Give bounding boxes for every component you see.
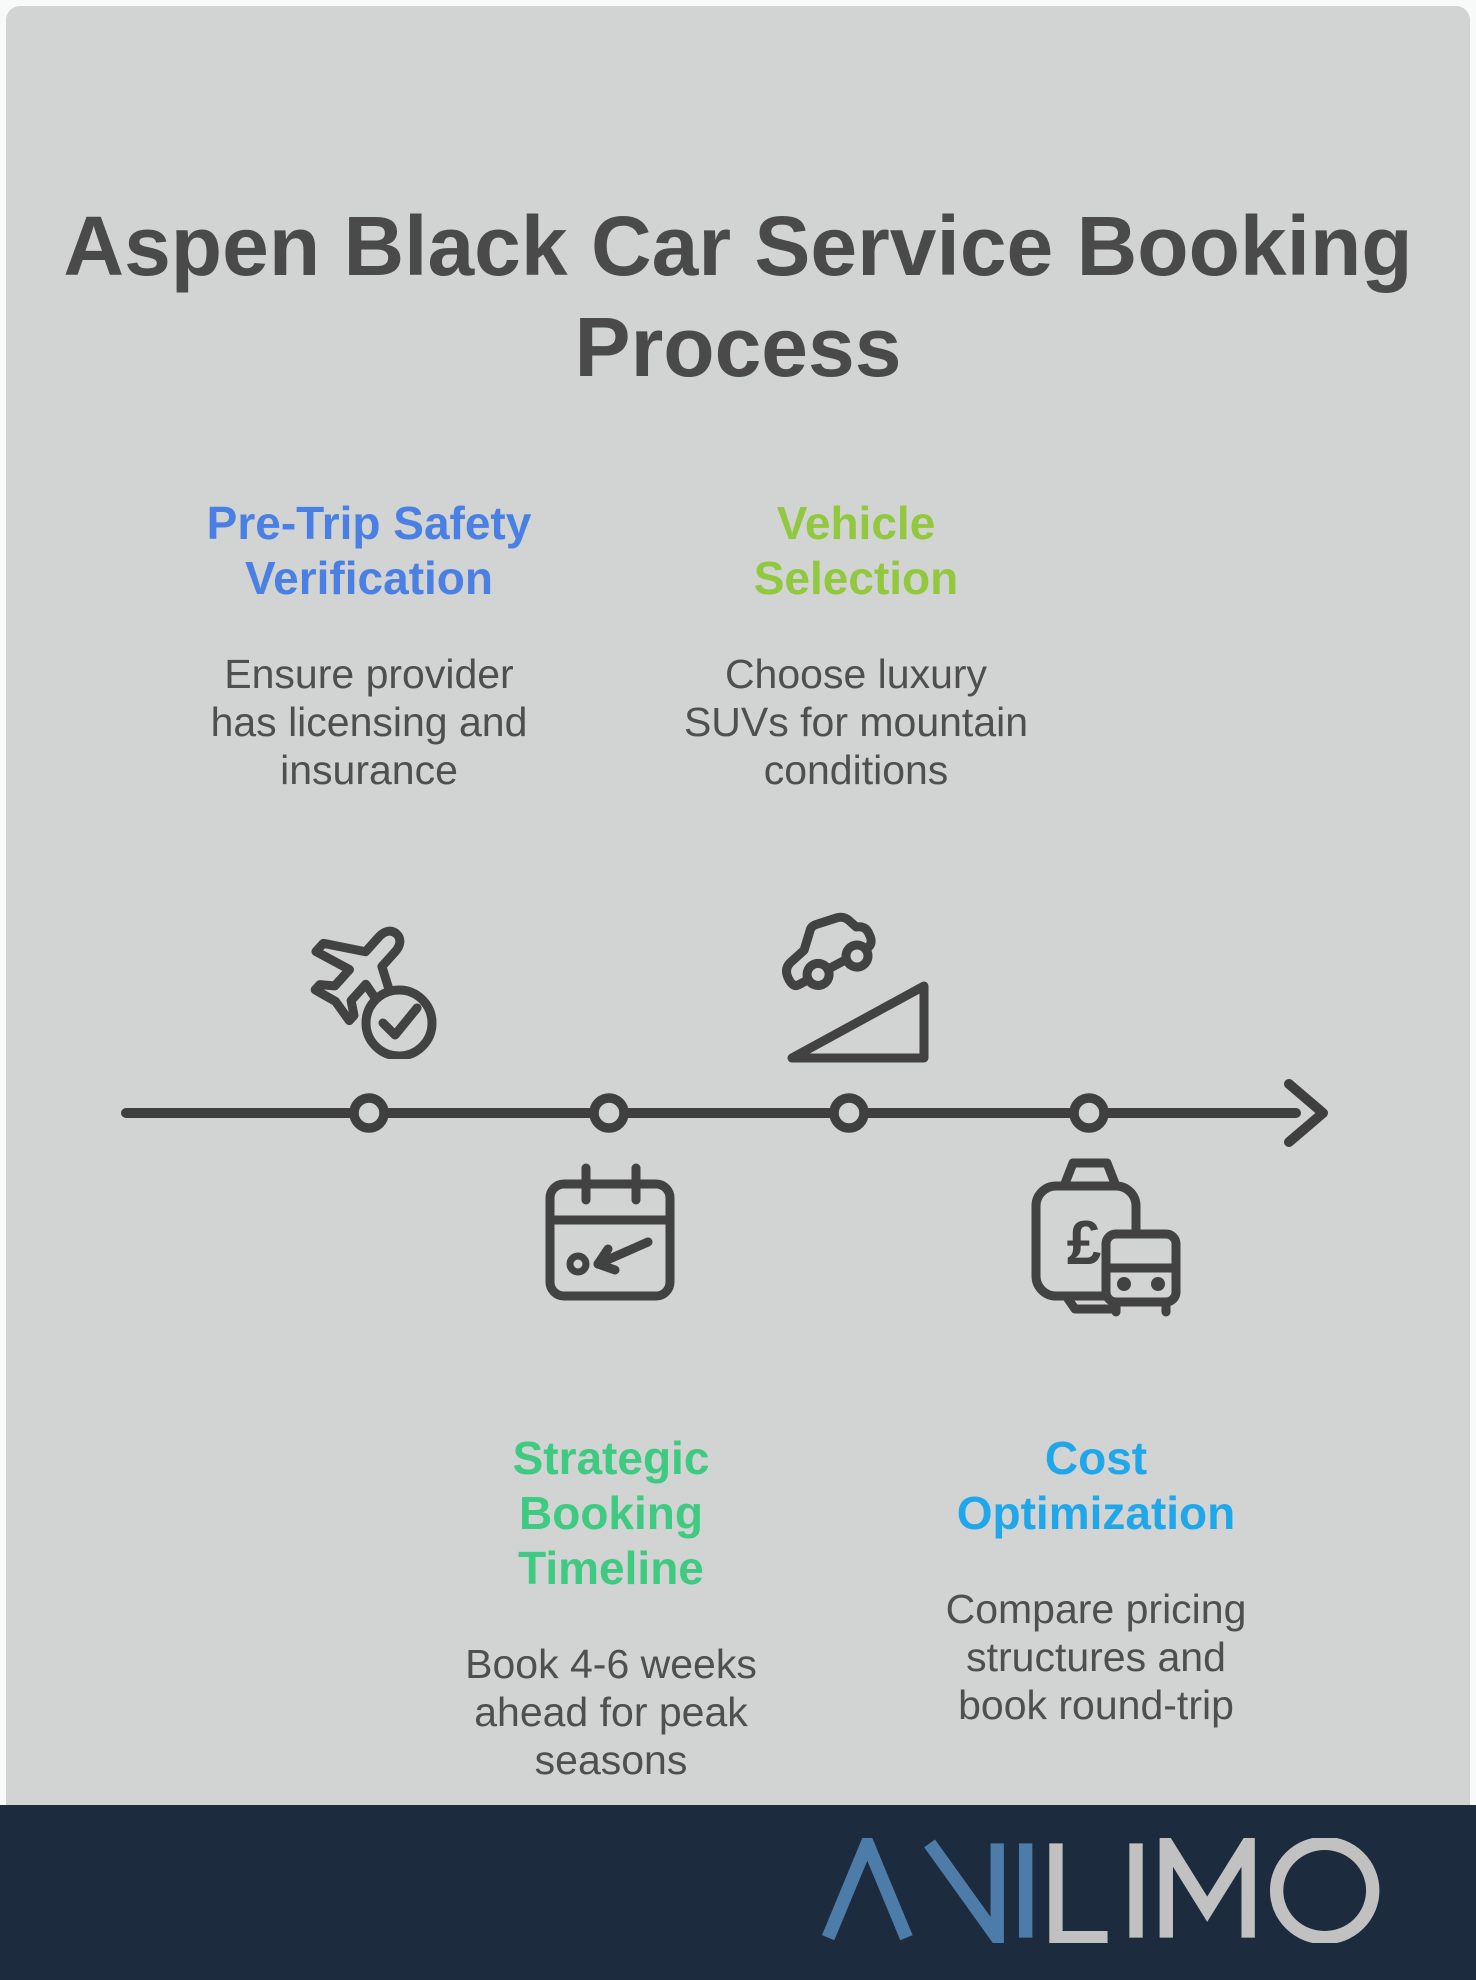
- car-wheel: [802, 958, 834, 990]
- title-line: Strategic: [512, 1432, 710, 1484]
- main-title: Aspen Black Car Service Booking Process: [6, 196, 1470, 398]
- calendar-dot: [566, 1252, 590, 1276]
- step-strategic-booking-timeline: Strategic Booking Timeline Book 4-6 week…: [389, 1431, 833, 1784]
- title-line: Vehicle: [776, 497, 936, 549]
- logo-letter-o: [1269, 1838, 1380, 1943]
- title-line: Verification: [245, 552, 493, 604]
- desc-line: SUVs for mountain: [683, 699, 1029, 745]
- footer: [0, 1805, 1476, 1980]
- logo-letter-l: [1049, 1843, 1108, 1943]
- desc-line: Book 4-6 weeks: [465, 1641, 757, 1687]
- step-cost-optimization: Cost Optimization Compare pricing struct…: [874, 1431, 1318, 1729]
- logo-letter-m: [1159, 1838, 1255, 1938]
- title-line: Optimization: [956, 1487, 1236, 1539]
- logo-letter-n: [924, 1839, 1004, 1943]
- main-title-line: Aspen Black Car Service Booking: [63, 199, 1413, 293]
- tag-handle-bottom: [1061, 1291, 1116, 1314]
- step-title: Pre-Trip Safety Verification: [147, 496, 591, 606]
- car-on-slope-icon: [782, 912, 929, 1063]
- airplane-outline: [310, 926, 405, 1026]
- pound-symbol: £: [1067, 1209, 1101, 1278]
- step-title: Strategic Booking Timeline: [389, 1431, 833, 1596]
- logo-letter-a: [821, 1838, 913, 1941]
- title-line: Pre-Trip Safety: [206, 497, 532, 549]
- desc-line: insurance: [280, 747, 458, 793]
- title-line: Timeline: [518, 1542, 704, 1594]
- slope-triangle: [787, 981, 929, 1063]
- airplane-check-icon: [310, 926, 437, 1059]
- calendar-body: [545, 1179, 675, 1301]
- step-vehicle-selection: Vehicle Selection Choose luxury SUVs for…: [634, 496, 1078, 794]
- desc-line: Ensure provider: [224, 651, 514, 697]
- step-description: Compare pricing structures and book roun…: [874, 1585, 1318, 1729]
- title-line: Cost: [1044, 1432, 1148, 1484]
- desc-line: has licensing and: [210, 699, 528, 745]
- desc-line: structures and: [966, 1634, 1226, 1680]
- desc-line: Choose luxury: [724, 651, 988, 697]
- calendar-arrow: [593, 1237, 653, 1269]
- car-body: [782, 912, 876, 990]
- bus-headlight: [1117, 1277, 1131, 1291]
- step-title: Cost Optimization: [874, 1431, 1318, 1541]
- timeline-node: [349, 1093, 389, 1133]
- desc-line: Compare pricing: [945, 1586, 1247, 1632]
- step-description: Book 4-6 weeks ahead for peak seasons: [389, 1640, 833, 1784]
- main-title-line: Process: [574, 300, 902, 394]
- title-line: Booking: [519, 1487, 703, 1539]
- tag-handle-top: [1059, 1158, 1121, 1191]
- step-pre-trip-safety-verification: Pre-Trip Safety Verification Ensure prov…: [147, 496, 591, 794]
- bus-headlight: [1151, 1277, 1165, 1291]
- content-canvas: Aspen Black Car Service Booking Process …: [6, 6, 1470, 1805]
- car-wheel: [841, 940, 873, 972]
- desc-line: conditions: [763, 747, 949, 793]
- logo-ani: [821, 1838, 1033, 1943]
- timeline: [121, 1079, 1328, 1147]
- price-luggage-bus-icon: £: [1031, 1158, 1181, 1317]
- timeline-node: [589, 1093, 629, 1133]
- calendar-return-icon: [545, 1163, 675, 1301]
- logo-limo: [1049, 1838, 1380, 1943]
- timeline-arrow-icon: [1284, 1079, 1328, 1147]
- desc-line: seasons: [534, 1737, 688, 1783]
- calendar-arrow-head: [593, 1244, 613, 1269]
- desc-line: ahead for peak: [474, 1689, 748, 1735]
- desc-line: book round-trip: [958, 1682, 1234, 1728]
- brand-logo: [821, 1838, 1380, 1943]
- check-mark: [378, 1003, 422, 1040]
- step-description: Ensure provider has licensing and insura…: [147, 650, 591, 794]
- step-description: Choose luxury SUVs for mountain conditio…: [634, 650, 1078, 794]
- timeline-node: [1069, 1093, 1109, 1133]
- timeline-node: [829, 1093, 869, 1133]
- title-line: Selection: [753, 552, 959, 604]
- step-title: Vehicle Selection: [634, 496, 1078, 606]
